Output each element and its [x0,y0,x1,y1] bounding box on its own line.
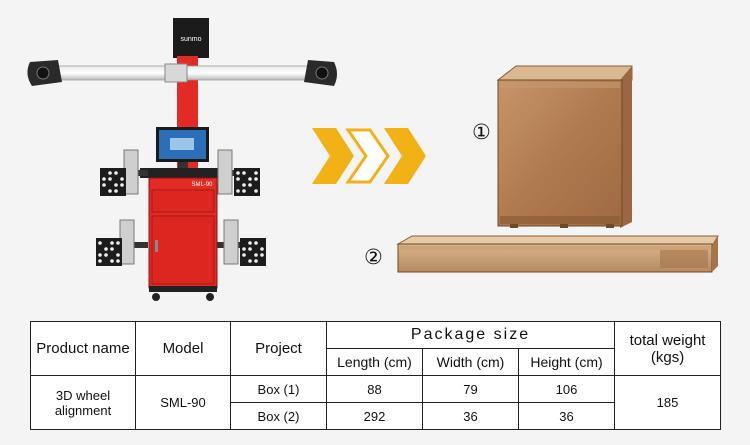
header-width: Width (cm) [422,348,519,376]
brand-logo: sunmo [180,36,201,43]
width-cell: 36 [422,402,519,430]
header-length: Length (cm) [326,348,423,376]
model-cell: SML-90 [135,375,231,430]
table-row: Box (2) 292 36 36 [31,402,721,430]
cabinet-top [140,168,224,178]
height-cell: 36 [517,402,616,430]
project-cell: Box (2) [230,402,327,430]
right-camera [304,60,337,86]
table-row: 3D wheel alignment SML-90 Box (1) 88 79 … [30,375,722,430]
height-cell: 106 [517,375,616,403]
chevron-arrow-outline-icon [345,128,390,184]
direction-arrows [312,128,426,184]
width-cell: 79 [422,375,519,403]
box-1-marker: ① [472,120,491,144]
header-total-weight: total weight (kgs) [614,321,722,376]
length-cell: 292 [326,402,423,430]
chevron-arrow-icon [312,128,354,184]
wheel-target-board [223,219,266,266]
wheel-target-board [96,219,135,266]
wheel-alignment-machine: sunmo SML-90 [27,18,337,301]
header-height: Height (cm) [517,348,616,376]
crate-box-1 [496,65,633,228]
crate-box-2 [396,235,719,273]
header-model: Model [135,321,231,376]
length-cell: 88 [326,375,423,403]
wheel-target-board [100,149,139,196]
box-2-marker: ② [364,245,383,269]
cabinet-model-label: SML-90 [191,182,213,188]
product-name-cell: 3D wheel alignment [30,375,136,430]
header-project: Project [230,321,327,376]
header-product-name: Product name [30,321,136,376]
product-illustration: sunmo SML-90 [27,18,719,301]
total-weight-cell: 185 [614,375,722,430]
project-cell: Box (1) [230,375,327,403]
left-camera [27,60,62,86]
wheel-target-board [217,149,260,196]
chevron-arrow-icon [384,128,426,184]
wheel-targets [96,149,266,266]
header-package-size: Package size [325,321,616,349]
camera-housing [173,18,209,58]
package-spec-table: Product name Model Project Package size … [30,321,722,430]
